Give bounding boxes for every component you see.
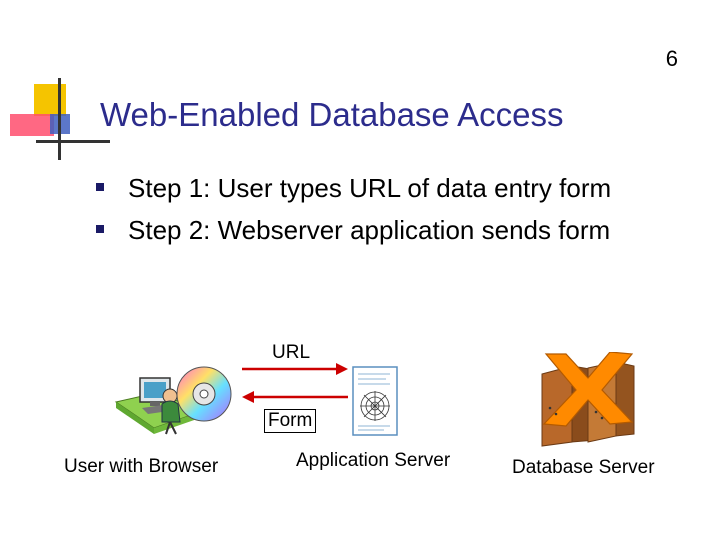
web-document-icon bbox=[352, 366, 398, 436]
page-title: Web-Enabled Database Access bbox=[100, 96, 564, 133]
bullet-item: Step 2: Webserver application sends form bbox=[96, 215, 610, 246]
computer-user-icon bbox=[114, 377, 202, 435]
bullet-item: Step 1: User types URL of data entry for… bbox=[96, 173, 611, 204]
slide-logo-icon bbox=[10, 78, 110, 160]
bullet-text: Step 2: Webserver application sends form bbox=[128, 215, 611, 245]
form-label: Form bbox=[264, 409, 317, 433]
bullet-text: Step 1: User types URL of data entry for… bbox=[128, 173, 612, 203]
slide-number: 6 bbox=[665, 46, 678, 71]
app-server-label: Application Server bbox=[296, 450, 451, 471]
client-label: User with Browser bbox=[64, 456, 219, 477]
url-label: URL bbox=[272, 342, 311, 363]
cd-disc-icon bbox=[176, 366, 232, 422]
bullet-square-icon bbox=[96, 225, 104, 234]
url-arrow-icon bbox=[242, 363, 348, 375]
database-server-icon bbox=[541, 352, 635, 447]
form-arrow-icon bbox=[242, 391, 348, 403]
db-server-label: Database Server bbox=[512, 457, 655, 478]
bullet-square-icon bbox=[96, 183, 104, 192]
